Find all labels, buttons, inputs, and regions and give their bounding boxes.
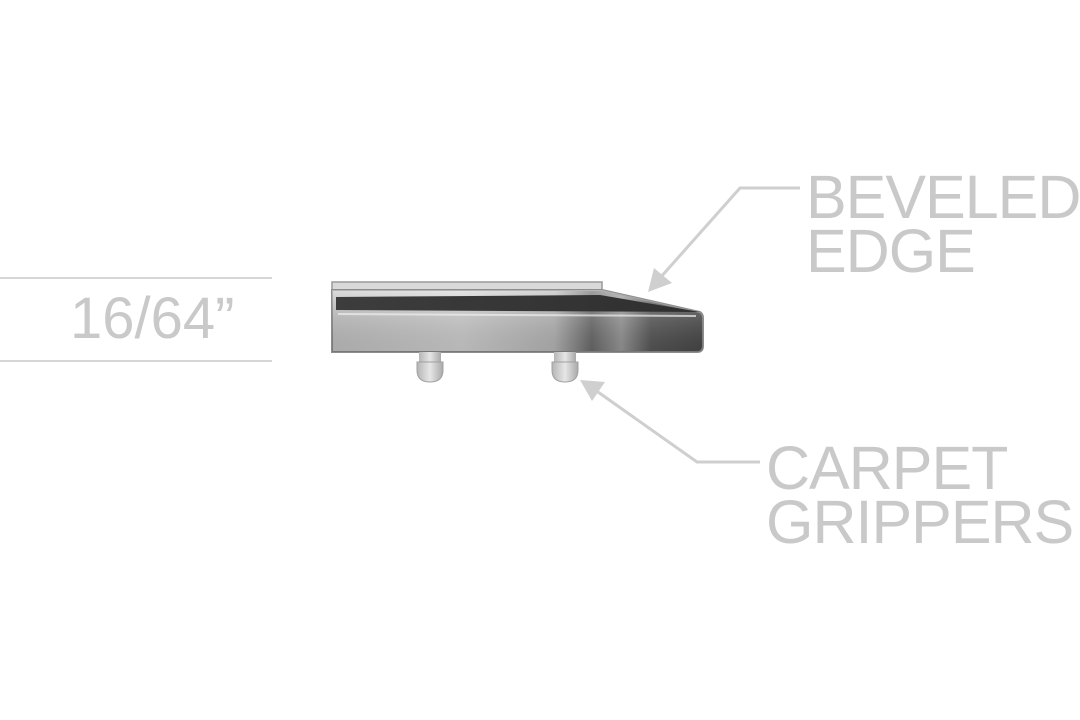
beveled-edge-leader xyxy=(648,186,800,292)
carpet-gripper-left xyxy=(416,352,444,383)
arrow-head-icon xyxy=(648,268,672,292)
carpet-grippers-leader xyxy=(580,380,760,464)
carpet-gripper-right xyxy=(551,352,579,383)
strip-profile xyxy=(331,281,704,353)
beveled-edge-label-line2: EDGE xyxy=(806,217,976,285)
beveled-edge-label: BEVELED EDGE xyxy=(806,163,1080,285)
beveled-top-surface xyxy=(336,295,700,312)
carpet-grippers-label: CARPET GRIPPERS xyxy=(766,434,1074,556)
thickness-dimension-label: 16/64” xyxy=(70,286,235,351)
beveled-edge-label-line1: BEVELED xyxy=(806,163,1080,231)
arrow-head-icon xyxy=(580,380,605,401)
carpet-grippers-label-line2: GRIPPERS xyxy=(766,488,1074,556)
carpet-grippers-label-line1: CARPET xyxy=(766,434,1008,502)
